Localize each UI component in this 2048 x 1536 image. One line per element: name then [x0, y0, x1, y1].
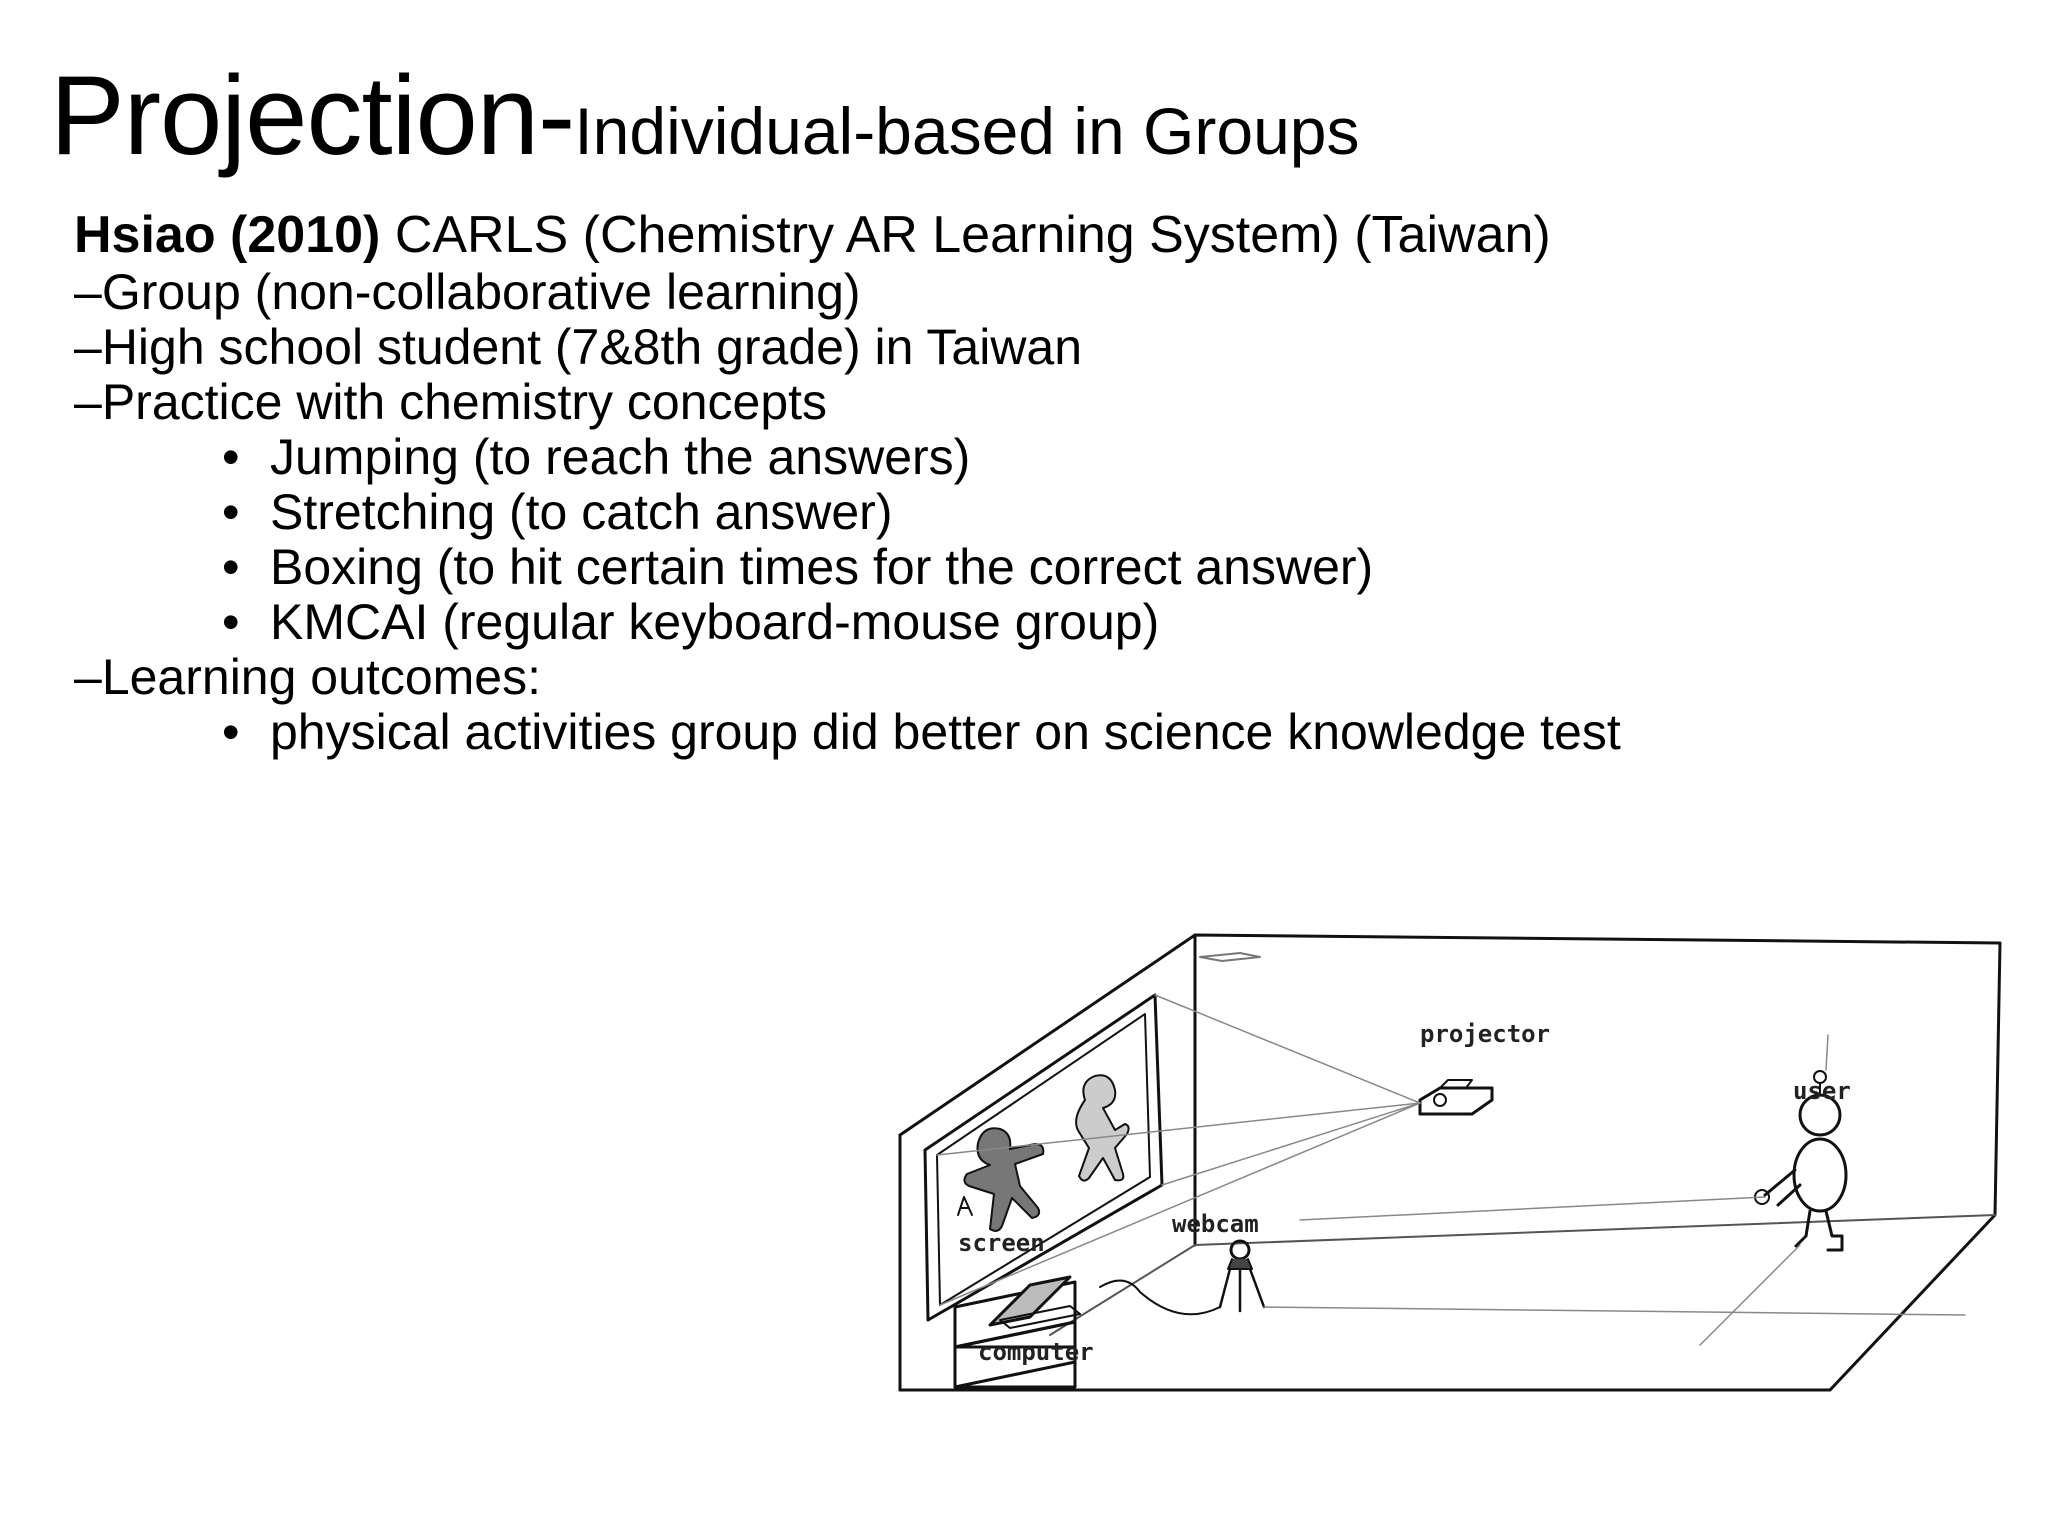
slide-title: Projection-Individual-based in Groups: [50, 60, 1359, 172]
dash-item-text: Learning outcomes:: [101, 649, 541, 705]
bullet-marker: •: [222, 484, 240, 540]
bullet-item-boxing: • Boxing (to hit certain times for the co…: [222, 540, 1974, 595]
room-setup-drawing: projector user screen webcam computer: [898, 933, 2002, 1392]
dash-marker: –: [74, 374, 102, 430]
study-author: Hsiao (2010): [74, 206, 381, 264]
slide-body: Hsiao (2010) CARLS (Chemistry AR Learnin…: [74, 205, 1974, 760]
bullet-marker: •: [222, 429, 240, 485]
outcomes-bullet-list: • physical activities group did better on…: [74, 705, 1974, 760]
room-setup-illustration: projector user screen webcam computer: [880, 915, 2020, 1435]
bullet-item-stretching: • Stretching (to catch answer): [222, 485, 1974, 540]
projection-rays: [936, 994, 1421, 1306]
bullet-item-outcome: • physical activities group did better on…: [222, 705, 1974, 760]
bullet-text: KMCAI (regular keyboard-mouse group): [270, 594, 1160, 650]
dash-marker: –: [74, 264, 102, 320]
dash-marker: –: [74, 319, 102, 375]
bullet-text: Stretching (to catch answer): [270, 484, 893, 540]
computer-device: [953, 1275, 1081, 1389]
webcam-device: [1099, 1239, 1966, 1316]
label-projector: projector: [1420, 1020, 1550, 1048]
dash-item-participants: –High school student (7&8th grade) in Ta…: [74, 320, 1974, 375]
avatar-figure-right: [1075, 1074, 1130, 1182]
dash-item-group: –Group (non-collaborative learning): [74, 265, 1974, 320]
practice-bullet-list: • Jumping (to reach the answers) • Stretch…: [74, 430, 1974, 650]
dash-item-practice: –Practice with chemistry concepts: [74, 375, 1974, 430]
bullet-marker: •: [222, 594, 240, 650]
bullet-item-jumping: • Jumping (to reach the answers): [222, 430, 1974, 485]
label-user: user: [1793, 1077, 1851, 1105]
bullet-item-kmcai: • KMCAI (regular keyboard-mouse group): [222, 595, 1974, 650]
bullet-text: Boxing (to hit certain times for the cor…: [270, 539, 1374, 595]
avatar-figure-left: [963, 1127, 1045, 1232]
study-system: CARLS (Chemistry AR Learning System) (Ta…: [380, 206, 1551, 264]
dash-marker: –: [74, 649, 102, 705]
label-webcam: webcam: [1172, 1210, 1259, 1238]
room-outline: [898, 933, 2002, 1392]
projector-device: [1199, 952, 1494, 1116]
screen-panel: [923, 993, 1164, 1322]
slide-title-main: Projection-: [50, 53, 575, 178]
label-computer: computer: [978, 1338, 1094, 1366]
label-screen: screen: [958, 1229, 1045, 1257]
bullet-marker: •: [222, 704, 240, 760]
bullet-text: physical activities group did better on …: [270, 704, 1621, 760]
bullet-text: Jumping (to reach the answers): [270, 429, 971, 485]
dash-item-text: Group (non-collaborative learning): [101, 264, 861, 320]
user-figure: [1299, 1034, 1848, 1346]
dash-item-text: High school student (7&8th grade) in Tai…: [101, 319, 1083, 375]
dash-item-text: Practice with chemistry concepts: [101, 374, 828, 430]
study-heading: Hsiao (2010) CARLS (Chemistry AR Learnin…: [74, 205, 1974, 265]
dash-item-outcomes: –Learning outcomes:: [74, 650, 1974, 705]
bullet-marker: •: [222, 539, 240, 595]
slide-title-sub: Individual-based in Groups: [574, 94, 1360, 168]
